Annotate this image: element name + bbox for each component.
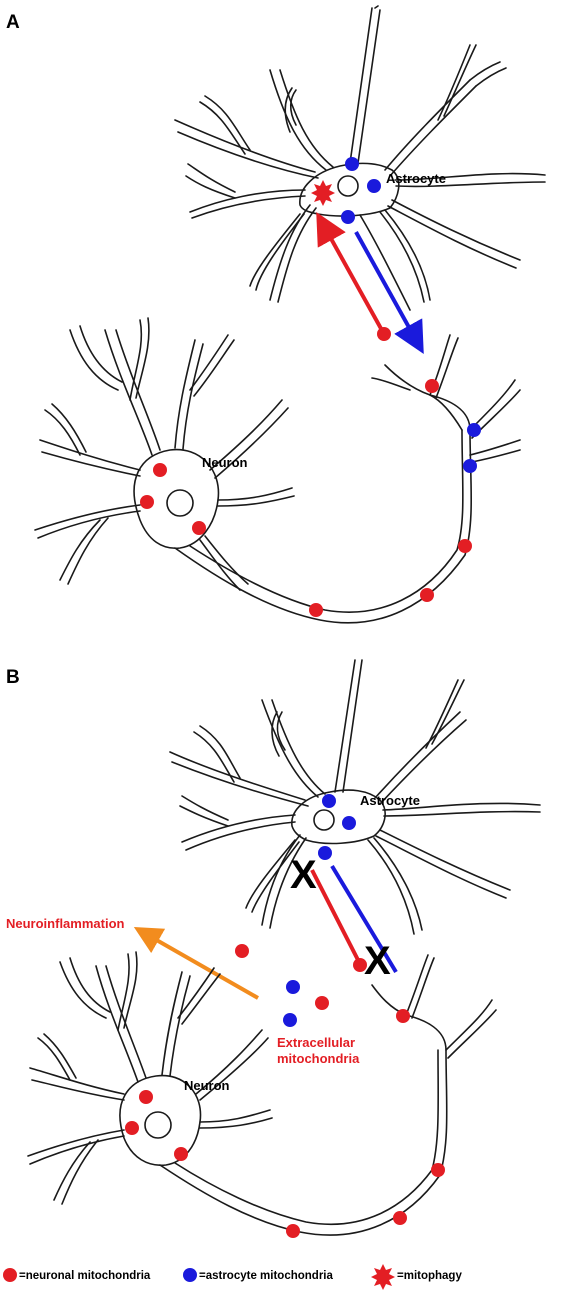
astrocyte-b: Astrocyte — [169, 659, 541, 935]
neuron-a-body — [133, 448, 220, 549]
neuronal-mitochondrion — [309, 603, 323, 617]
neuron-a-dendrites — [34, 317, 295, 591]
extracellular-label-line1: Extracellular — [277, 1035, 355, 1050]
neuronal-mitochondrion — [353, 958, 367, 972]
panel-a-letter: A — [6, 12, 20, 33]
neuronal-mitochondrion — [420, 588, 434, 602]
astrocyte-mitochondrion — [345, 157, 359, 171]
astrocyte-mitochondrion — [467, 423, 481, 437]
astrocyte-a-processes — [174, 5, 546, 311]
astrocyte-a: Astrocyte — [174, 5, 546, 311]
legend: =neuronal mitochondria =astrocyte mitoch… — [3, 1264, 462, 1290]
neuron-to-astrocyte-arrow — [316, 212, 386, 335]
mitophagy-icon — [311, 180, 335, 206]
neuron-a: Neuron — [34, 317, 521, 624]
legend-mitophagy-label: =mitophagy — [397, 1270, 462, 1282]
panel-a: A — [6, 5, 546, 624]
astrocyte-b-processes — [169, 659, 541, 935]
neuroinflammation-arrow — [133, 927, 259, 1000]
transfer-block-x-bottom: X — [364, 939, 391, 983]
astrocyte-mitochondrion — [342, 816, 356, 830]
extracellular-label-line2: mitochondria — [277, 1051, 360, 1066]
extracellular-astrocyte-mitochondrion — [283, 1013, 297, 1027]
neuronal-mitochondrion — [192, 521, 206, 535]
neuroinflammation-label: Neuroinflammation — [6, 916, 125, 931]
extracellular-neuronal-mitochondrion — [235, 944, 249, 958]
neuron-b: Neuron — [27, 951, 497, 1238]
neuronal-mitochondrion — [139, 1090, 153, 1104]
neuron-a-nucleus — [166, 489, 194, 517]
neuronal-mitochondrion — [458, 539, 472, 553]
astrocyte-a-nucleus — [337, 175, 359, 197]
neuronal-mitochondrion — [153, 463, 167, 477]
blocked-neuron-to-astrocyte-line — [310, 869, 360, 961]
astrocyte-mitochondrion — [463, 459, 477, 473]
neuron-b-terminal-branches — [371, 954, 497, 1059]
astrocyte-a-label: Astrocyte — [386, 171, 446, 186]
astrocyte-mitochondrion — [322, 794, 336, 808]
panel-b: B Astrocyte — [6, 659, 541, 1238]
neuronal-mitochondrion — [125, 1121, 139, 1135]
panel-b-letter: B — [6, 667, 20, 688]
astrocyte-b-label: Astrocyte — [360, 793, 420, 808]
legend-mitophagy-icon — [371, 1264, 395, 1290]
neuronal-mitochondrion — [140, 495, 154, 509]
legend-astrocyte-label: =astrocyte mitochondria — [199, 1270, 333, 1282]
neuronal-mitochondrion — [431, 1163, 445, 1177]
transfer-block-x-top: X — [290, 853, 317, 897]
neuron-a-axon — [174, 364, 473, 624]
neuronal-mitochondrion — [377, 327, 391, 341]
astrocyte-b-nucleus — [313, 809, 335, 831]
neuron-b-dendrites — [27, 951, 273, 1205]
neuron-b-label: Neuron — [184, 1078, 230, 1093]
astrocyte-to-neuron-arrow — [354, 231, 424, 354]
neuronal-mitochondrion — [425, 379, 439, 393]
legend-astrocyte-swatch — [183, 1268, 197, 1282]
neuronal-mitochondrion — [174, 1147, 188, 1161]
neuron-a-label: Neuron — [202, 455, 248, 470]
neuron-a-terminal-branches — [371, 334, 521, 463]
neuron-b-nucleus — [144, 1111, 172, 1139]
astrocyte-mitochondrion — [318, 846, 332, 860]
neuronal-mitochondrion — [396, 1009, 410, 1023]
legend-neuronal-label: =neuronal mitochondria — [19, 1270, 151, 1282]
neuronal-mitochondrion — [393, 1211, 407, 1225]
astrocyte-mitochondrion — [367, 179, 381, 193]
blocked-astrocyte-to-neuron-line — [330, 864, 398, 974]
extracellular-astrocyte-mitochondrion — [286, 980, 300, 994]
neuron-b-body — [119, 1074, 202, 1167]
legend-neuronal-swatch — [3, 1268, 17, 1282]
extracellular-neuronal-mitochondrion — [315, 996, 329, 1010]
astrocyte-mitochondrion — [341, 210, 355, 224]
neuronal-mitochondrion — [286, 1224, 300, 1238]
